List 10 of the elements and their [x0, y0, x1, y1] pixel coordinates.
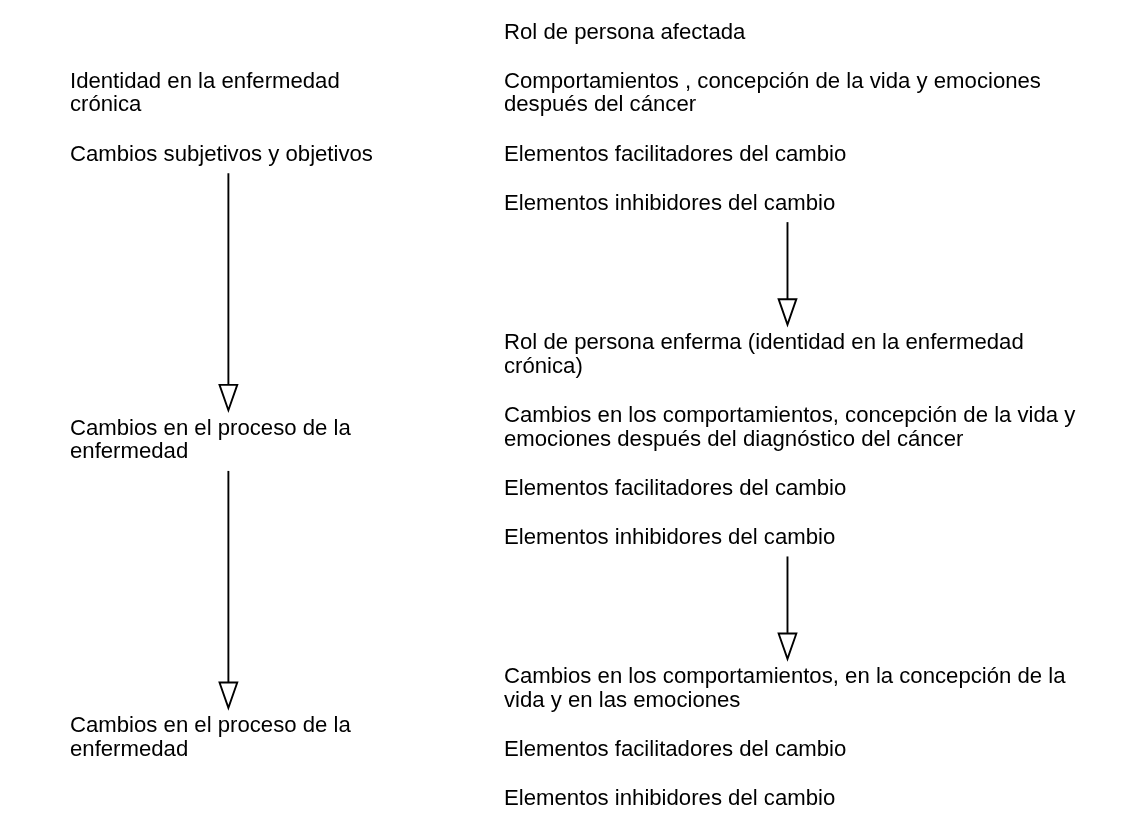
node-text: Cambios en el proceso de la enfermedad — [69, 414, 351, 464]
node-text: Rol de persona afectada Comportamientos , concepción de la vida y emociones después del cáncer Elementos facilitadores del cambio Elementos inhibidores del cambio — [503, 18, 1041, 215]
node-text: Rol de persona enferma (identidad en la enfermedad crónica) Cambios en los comportamientos, concepción de la vida y emociones después del diagnóstico del cáncer Elementos facilitadores del cambio Elementos inhibidores del cambio — [503, 329, 1075, 549]
arrow — [776, 555, 798, 662]
arrow — [217, 469, 239, 711]
arrow — [776, 221, 798, 328]
node-text: Cambios en los comportamientos, en la concepción de la vida y en las emociones Elementos facilitadores del cambio Elementos inhibidores del cambio — [503, 663, 1066, 811]
node-text: Identidad en la enfermedad crónica Cambios subjetivos y objetivos — [69, 67, 373, 166]
node-text: Cambios en el proceso de la enfermedad — [69, 712, 351, 762]
arrow — [217, 172, 239, 414]
